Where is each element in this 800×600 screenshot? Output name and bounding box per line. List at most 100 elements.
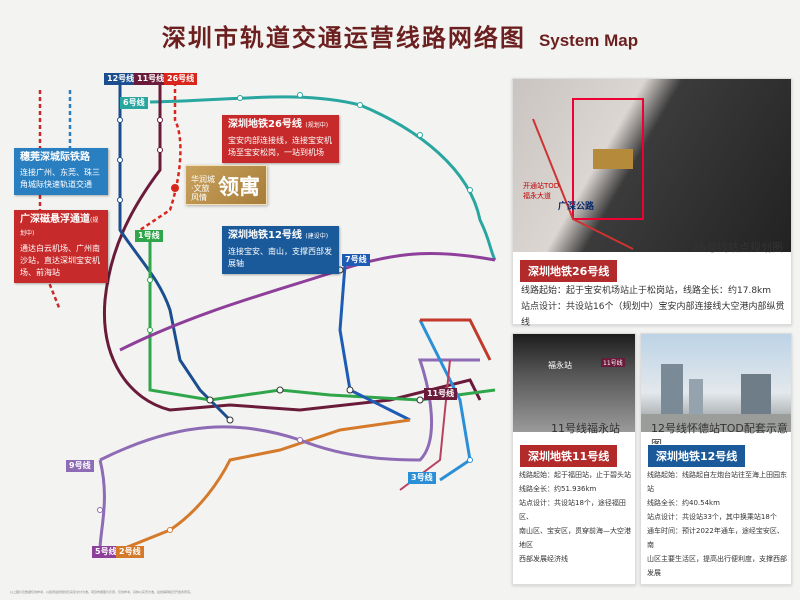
station-marker <box>417 132 423 138</box>
panel-text-line: 山区主要生活区，提高出行便利度，支撑西部 <box>647 555 787 563</box>
interchange-marker <box>226 416 234 424</box>
line-badge-11-east[interactable]: 11号线 <box>424 388 458 400</box>
panel-description: 线路起始：起于福田站，止于碧头站 线路全长：约51.936km 站点设计：共设站… <box>519 468 631 566</box>
panel-caption: 11号线福永站 <box>551 422 620 435</box>
line-6-path <box>149 95 497 261</box>
line-badge-1[interactable]: 1号线 <box>135 230 163 242</box>
callout-maglev-corridor: 广深磁悬浮通道(规划中) 通达白云机场、广州南沙站，直达深圳宝安机场、前海站 <box>14 210 108 283</box>
panel-text-line: 线路起始：起于宝安机场站止于松岗站，线路全长：约17.8km <box>521 286 772 296</box>
building-shape <box>689 379 703 424</box>
line-badge-9[interactable]: 9号线 <box>66 460 94 472</box>
callout-title: 广深磁悬浮通道(规划中) <box>20 214 99 237</box>
callout-title: 深圳地铁26号线 (规划中) <box>228 119 329 130</box>
project-marker <box>593 149 633 169</box>
panel-text-line: 西部发展经济线 <box>519 555 568 563</box>
station-marker <box>147 277 153 283</box>
panel-text-line: 发展 <box>647 569 661 577</box>
panel-text-line: 站点设计：共设站16个（规划中）宝安内部连接线大空港内部纵贯线 <box>521 302 785 328</box>
road-overlay <box>532 118 634 250</box>
station-marker <box>157 117 163 123</box>
line-badge-6[interactable]: 6号线 <box>120 97 148 109</box>
panel-text-line: 通车时间：预计2022年通车，途经宝安区、南 <box>647 527 784 549</box>
station-marker <box>467 457 473 463</box>
project-location-marker <box>171 184 179 192</box>
line-4-path <box>420 318 492 361</box>
ground-shape <box>641 414 791 432</box>
line-9-path <box>98 358 480 551</box>
line-11-path <box>102 80 482 412</box>
line-11-station-photo: 福永站 11号线 <box>513 334 635 432</box>
station-marker <box>357 102 363 108</box>
station-line-sign: 11号线 <box>601 358 625 367</box>
station-marker <box>467 187 473 193</box>
panel-description: 线路起始：线路起自左炮台站往至海上田园东站 线路全长：约40.54km 站点设计… <box>647 468 787 580</box>
panel-line-12: 12号线怀德站TOD配套示意图 深圳地铁12号线 线路起始：线路起自左炮台站往至… <box>640 333 792 585</box>
line-12-tod-render <box>641 334 791 432</box>
panel-text-line: 南山区、宝安区，贯穿前海—大空港地区 <box>519 527 631 549</box>
callout-text: 宝安内部连接线，连接宝安机场至宝安松岗，一站到机场 <box>228 136 332 157</box>
planning-outline <box>572 98 644 220</box>
panel-text-line: 线路全长：约40.54km <box>647 499 720 507</box>
callout-text: 连接宝安、南山，支撑西部发展轴 <box>228 247 332 268</box>
panel-line-11: 福永站 11号线 11号线福永站 深圳地铁11号线 线路起始：起于福田站，止于碧… <box>512 333 636 585</box>
aerial-map-overlay <box>532 98 644 250</box>
station-marker <box>167 527 173 533</box>
panel-text-line: 线路全长：约51.936km <box>519 485 597 493</box>
line-badge-11[interactable]: 11号线 <box>134 73 168 85</box>
panel-text-line: 线路起始：线路起自左炮台站往至海上田园东站 <box>647 471 787 493</box>
callout-intercity-railway: 穗莞深城际铁路 连接广州、东莞、珠三角城际快速轨道交通 <box>14 148 108 195</box>
line-26-path <box>139 82 182 232</box>
project-brand-logo: 华润城·文旅风情 领寓 <box>185 165 267 205</box>
line-badge-12[interactable]: 12号线 <box>104 73 138 85</box>
callout-line-26: 深圳地铁26号线 (规划中) 宝安内部连接线，连接宝安机场至宝安松岗，一站到机场 <box>222 115 339 163</box>
panel-text-line: 站点设计：共设站33个，其中换乘站18个 <box>647 513 777 521</box>
callout-text: 连接广州、东莞、珠三角城际快速轨道交通 <box>20 168 100 189</box>
line-3-path <box>418 319 472 482</box>
panel-badge-line-12: 深圳地铁12号线 <box>647 444 747 468</box>
interchange-marker <box>206 396 214 404</box>
building-shape <box>661 364 683 424</box>
brand-small-text: 华润城·文旅风情 <box>191 175 215 202</box>
map-label-road: 广深公路 <box>558 202 595 212</box>
page-subtitle: System Map <box>538 31 639 50</box>
station-marker <box>117 197 123 203</box>
station-marker <box>297 437 303 443</box>
panel-text-line: 线路起始：起于福田站，止于碧头站 <box>519 471 631 479</box>
station-markers <box>97 92 473 533</box>
station-marker <box>157 147 163 153</box>
page-title: 深圳市轨道交通运营线路网络图 <box>161 24 526 52</box>
interchange-marker <box>416 396 424 404</box>
map-label-tod: 开通站TOD 福永大道 <box>523 182 560 200</box>
panel-line-26: 广深公路 开通站TOD 福永大道 26号线站点规划图 深圳地铁26号线 线路起始… <box>512 78 792 328</box>
line-badge-3[interactable]: 3号线 <box>408 472 436 484</box>
panel-description: 线路起始：起于宝安机场站止于松岗站，线路全长：约17.8km 站点设计：共设站1… <box>521 283 787 331</box>
callout-title: 深圳地铁12号线 (建设中) <box>228 230 329 241</box>
callout-text: 通达白云机场、广州南沙站，直达深圳宝安机场、前海站 <box>20 244 100 277</box>
brand-big-text: 领寓 <box>218 174 260 199</box>
interchange-marker <box>346 386 354 394</box>
panel-badge-line-26: 深圳地铁26号线 <box>519 259 619 283</box>
callout-line-12: 深圳地铁12号线 (建设中) 连接宝安、南山，支撑西部发展轴 <box>222 226 339 274</box>
footer-disclaimer: 以上图片及数据仅供参考，以政府最终规划及实际交付为准。项目效果图为示意，仅供参考… <box>10 590 194 594</box>
station-marker <box>237 95 243 101</box>
line-badge-5[interactable]: 5号线 <box>92 546 120 558</box>
station-marker <box>117 157 123 163</box>
line-12-path <box>118 80 232 422</box>
line-badge-26[interactable]: 26号线 <box>164 73 198 85</box>
line-26-aerial-map: 广深公路 开通站TOD 福永大道 <box>513 79 791 252</box>
panel-caption: 26号线站点规划图 <box>692 241 783 254</box>
title-bar: 深圳市轨道交通运营线路网络图 System Map <box>0 18 800 58</box>
station-marker <box>297 92 303 98</box>
station-sign: 福永站 <box>548 361 572 370</box>
panel-text-line: 站点设计：共设站18个，途径福田区、 <box>519 499 626 521</box>
station-marker <box>117 117 123 123</box>
interchange-marker <box>276 386 284 394</box>
line-badge-2[interactable]: 2号线 <box>116 546 144 558</box>
tod-render-overlay <box>641 364 791 432</box>
station-marker <box>97 507 103 513</box>
line-2-path <box>119 418 411 552</box>
station-marker <box>147 327 153 333</box>
panel-badge-line-11: 深圳地铁11号线 <box>519 444 619 468</box>
line-badge-7[interactable]: 7号线 <box>342 254 370 266</box>
